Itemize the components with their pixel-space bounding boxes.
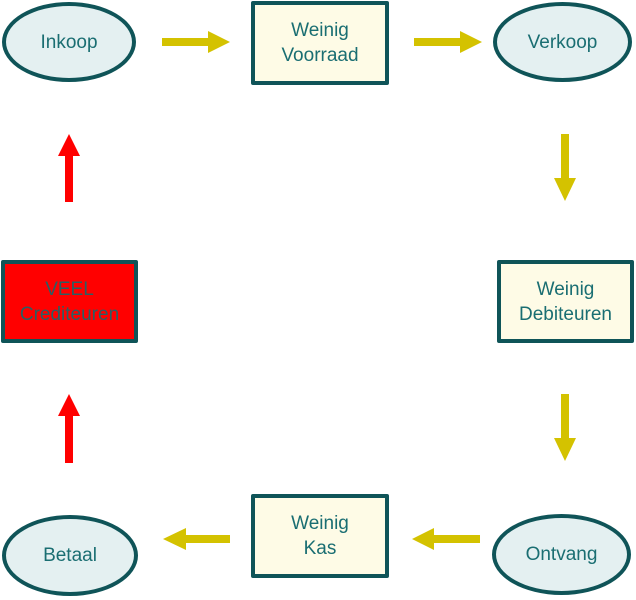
arrow-crediteuren-to-inkoop [58,134,80,202]
node-verkoop: Verkoop [493,2,632,82]
arrow-debiteuren-to-ontvang [554,394,576,461]
node-weinig-kas: Weinig Kas [251,494,389,578]
arrow-ontvang-to-kas [412,528,480,550]
arrow-verkoop-to-debiteuren [554,134,576,201]
node-inkoop: Inkoop [2,2,136,82]
arrow-kas-to-betaal [163,528,230,550]
node-verkoop-label: Verkoop [527,31,598,53]
node-ontvang: Ontvang [492,514,631,595]
node-veel-crediteuren: VEEL Crediteuren [1,260,138,343]
node-betaal-label: Betaal [43,545,97,566]
arrow-inkoop-to-voorraad [162,31,230,53]
node-betaal: Betaal [2,515,138,596]
node-ontvang-label: Ontvang [525,544,598,565]
node-veel-crediteuren-label: VEEL Crediteuren [19,278,120,325]
node-weinig-voorraad-label: Weinig Voorraad [281,20,359,66]
node-weinig-debiteuren-label: Weinig Debiteuren [519,278,612,325]
arrow-betaal-to-crediteuren [58,394,80,463]
node-weinig-voorraad: Weinig Voorraad [251,1,389,85]
node-weinig-kas-label: Weinig Kas [291,513,349,559]
arrow-voorraad-to-verkoop [414,31,482,53]
node-weinig-debiteuren: Weinig Debiteuren [497,260,634,343]
node-inkoop-label: Inkoop [40,31,98,53]
